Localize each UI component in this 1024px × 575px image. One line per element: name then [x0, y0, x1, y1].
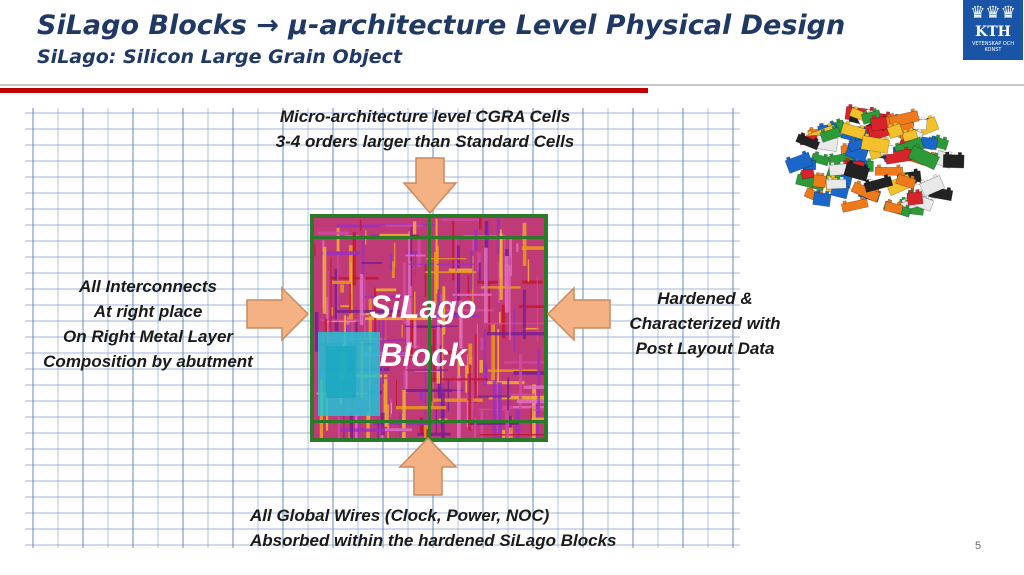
title-sub: SiLago: Silicon Large Grain Object [37, 46, 403, 68]
label-line: 3-4 orders larger than Standard Cells [275, 132, 575, 151]
label-bottom: All Global Wires (Clock, Power, NOC) Abs… [250, 503, 617, 553]
label-line: All Global Wires (Clock, Power, NOC) [250, 506, 550, 525]
chip-label-line: SiLago [369, 289, 477, 325]
title-main: SiLago Blocks → µ-architecture Level Phy… [37, 10, 846, 41]
label-right: Hardened & Characterized with Post Layou… [602, 286, 808, 361]
label-line: Composition by abutment [43, 352, 253, 371]
lego-bricks-icon [784, 103, 965, 218]
chip-label: SiLago Block [328, 283, 518, 379]
logo-text: KTH [975, 24, 1011, 40]
label-line: Absorbed within the hardened SiLago Bloc… [250, 531, 617, 550]
arrow-up-icon [398, 437, 458, 496]
label-line: Micro-architecture level CGRA Cells [279, 107, 571, 126]
chip-label-line: Block [379, 337, 467, 373]
arrow-down-icon [402, 157, 458, 215]
title-divider [0, 84, 1024, 86]
kth-logo-icon: ♛♛♛ KTH VETENSKAP OCH KONST [963, 0, 1023, 60]
page-number: 5 [975, 540, 982, 552]
arrow-right-icon [246, 286, 310, 342]
label-line: All Interconnects [79, 277, 217, 296]
title-accent-bar [0, 88, 648, 93]
label-left: All Interconnects At right place On Righ… [20, 274, 276, 374]
crown-icon: ♛♛♛ [970, 3, 1016, 23]
label-top: Micro-architecture level CGRA Cells 3-4 … [230, 104, 620, 154]
arrow-left-icon [546, 286, 611, 342]
label-line: Post Layout Data [635, 339, 775, 358]
label-line: Characterized with [629, 314, 781, 333]
silago-chip-layout-icon [310, 214, 548, 442]
label-line: Hardened & [657, 289, 753, 308]
logo-tagline: VETENSKAP OCH KONST [971, 41, 1015, 53]
label-line: On Right Metal Layer [62, 327, 234, 346]
label-line: At right place [93, 302, 203, 321]
slide-title: SiLago Blocks → µ-architecture Level Phy… [37, 8, 845, 70]
